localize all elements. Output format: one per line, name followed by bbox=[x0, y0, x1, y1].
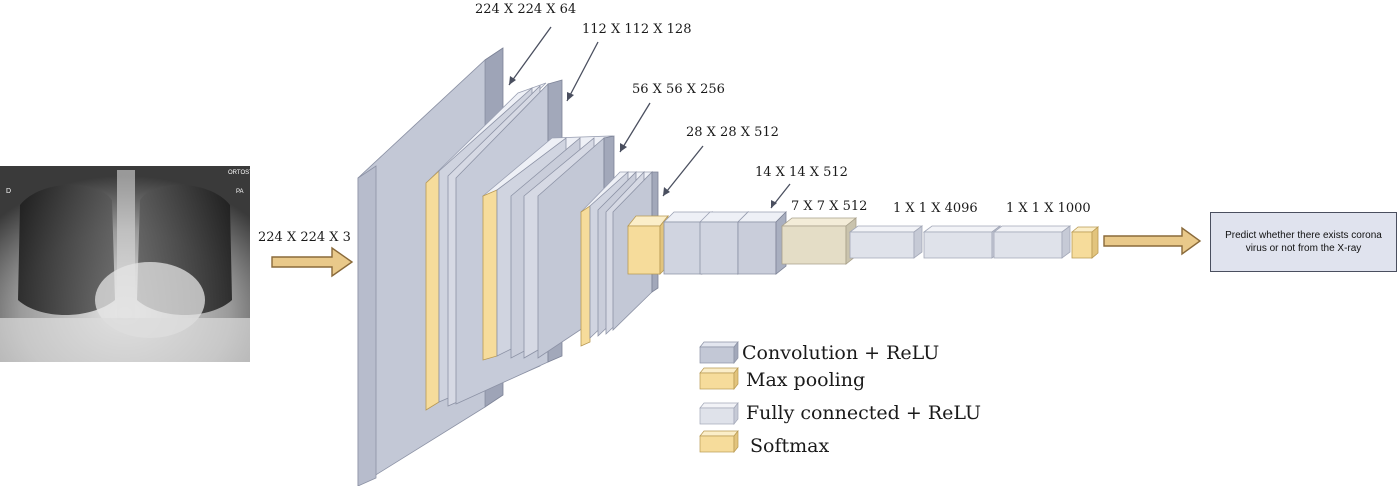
input-shape-label: 224 X 224 X 3 bbox=[258, 230, 351, 245]
pointer-line-4 bbox=[662, 145, 704, 197]
input-arrow bbox=[271, 246, 354, 278]
prediction-box: Predict whether there exists corona viru… bbox=[1210, 212, 1397, 272]
fc-layer-2 bbox=[922, 225, 1002, 259]
legend-label-pool: Max pooling bbox=[746, 369, 865, 391]
dim-label-fc-1: 1 X 1 X 4096 bbox=[893, 201, 978, 216]
pool-block-6 bbox=[780, 217, 858, 265]
xray-left-mark: D bbox=[6, 188, 11, 195]
legend-item-conv: Convolution + ReLU bbox=[699, 341, 939, 364]
pointer-line-1 bbox=[508, 26, 552, 86]
legend-label-fc: Fully connected + ReLU bbox=[746, 402, 981, 424]
dim-label-block-2: 112 X 112 X 128 bbox=[582, 22, 691, 37]
legend-label-conv: Convolution + ReLU bbox=[742, 342, 939, 364]
fc-layer-1 bbox=[848, 225, 924, 259]
xray-corner-label: ORTOSTASI bbox=[228, 170, 262, 176]
pointer-lines bbox=[508, 26, 791, 209]
legend-label-softmax: Softmax bbox=[750, 435, 829, 457]
output-arrow bbox=[1103, 226, 1202, 256]
fc-layer-3 bbox=[992, 225, 1072, 259]
dim-label-fc-3: 1 X 1 X 1000 bbox=[1006, 201, 1091, 216]
xray-image: ORTOSTASI D PA bbox=[0, 166, 262, 362]
pointer-head-5 bbox=[771, 200, 777, 208]
pointer-head-2 bbox=[567, 92, 574, 101]
legend: Convolution + ReLU Max pooling Fully con… bbox=[699, 341, 981, 457]
pointer-line-2 bbox=[566, 41, 599, 102]
dim-label-pool-6: 7 X 7 X 512 bbox=[791, 199, 867, 214]
pointer-heads bbox=[509, 76, 777, 208]
legend-item-pool: Max pooling bbox=[699, 367, 865, 391]
legend-item-fc: Fully connected + ReLU bbox=[699, 402, 981, 425]
pointer-head-1 bbox=[509, 76, 516, 85]
pointer-head-3 bbox=[620, 143, 627, 152]
xray-right-mark: PA bbox=[236, 189, 244, 195]
conv-block-3 bbox=[481, 135, 615, 361]
dim-label-block-3: 56 X 56 X 256 bbox=[632, 82, 725, 97]
pointer-head-4 bbox=[663, 187, 670, 196]
dim-label-block-4: 28 X 28 X 512 bbox=[686, 125, 779, 140]
dim-label-block-1: 224 X 224 X 64 bbox=[475, 2, 576, 17]
pointer-line-3 bbox=[619, 102, 651, 153]
prediction-text: Predict whether there exists corona viru… bbox=[1225, 230, 1382, 254]
conv-block-5 bbox=[627, 211, 787, 275]
legend-item-softmax: Softmax bbox=[699, 430, 829, 457]
dim-label-block-5: 14 X 14 X 512 bbox=[755, 165, 848, 180]
softmax-layer bbox=[1070, 226, 1100, 259]
